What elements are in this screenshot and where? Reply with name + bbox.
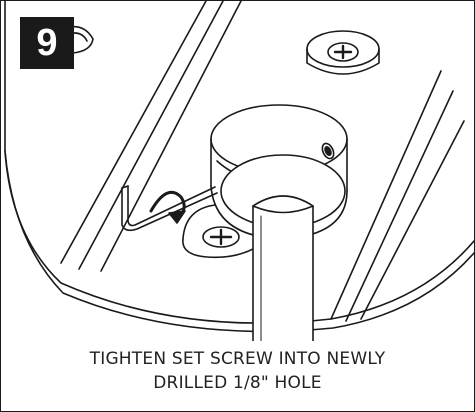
step-number-badge: 9 [20,17,74,69]
base-plate [4,1,474,333]
instruction-line-2: DRILLED 1/8" HOLE [153,373,322,393]
phillips-screw-icon [182,204,254,259]
set-screw-hole-icon [321,142,335,160]
hex-key-icon [121,185,218,232]
instruction-line-1: TIGHTEN SET SCREW INTO NEWLY [89,349,386,369]
assembly-illustration [4,1,474,341]
instruction-caption: TIGHTEN SET SCREW INTO NEWLY DRILLED 1/8… [1,347,474,395]
step-number: 9 [36,21,58,64]
rotation-arrow-icon [149,190,186,224]
support-pole [252,195,314,341]
diagonal-rail [60,1,465,322]
phillips-screw-icon [306,30,380,75]
